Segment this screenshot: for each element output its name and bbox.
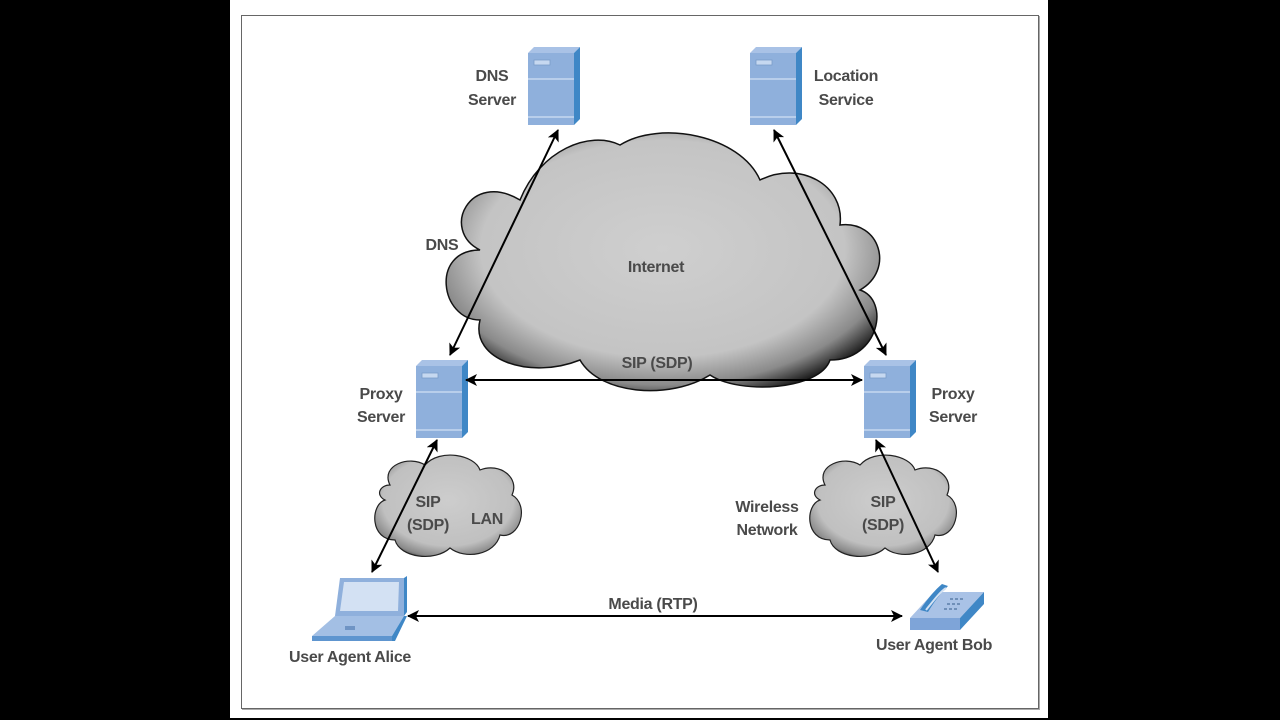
- dns-server[interactable]: DNS Server: [468, 46, 581, 126]
- location-service-label-1: Location: [814, 68, 878, 85]
- user-agent-alice[interactable]: User Agent Alice: [289, 576, 412, 666]
- alice-to-proxy-arrow: [371, 439, 438, 573]
- bob-label: User Agent Bob: [876, 637, 993, 654]
- wireless-sdp-label: (SDP): [862, 517, 904, 534]
- server-icon: [415, 359, 469, 439]
- bob-to-proxy-arrow: [875, 439, 939, 573]
- user-agent-bob[interactable]: User Agent Bob: [876, 584, 993, 654]
- lan-cloud: SIP (SDP) LAN: [374, 454, 522, 557]
- location-service[interactable]: Location Service: [749, 46, 878, 126]
- wireless-network-label-1: Wireless: [735, 499, 799, 516]
- proxy-server-right[interactable]: Proxy Server: [863, 359, 977, 439]
- laptop-icon: [312, 576, 407, 641]
- location-service-label-2: Service: [819, 92, 874, 109]
- dns-server-label-2: Server: [468, 92, 516, 109]
- proxy-link-label: SIP (SDP): [622, 355, 693, 372]
- proxy-right-label-2: Server: [929, 409, 977, 426]
- phone-icon: [910, 584, 984, 630]
- wireless-sip-label: SIP: [871, 494, 897, 511]
- dns-link-arrow: [449, 129, 559, 356]
- wireless-network-label-2: Network: [736, 522, 797, 539]
- lan-sdp-label: (SDP): [407, 517, 449, 534]
- lan-sip-label: SIP: [416, 494, 442, 511]
- alice-label: User Agent Alice: [289, 649, 411, 666]
- dns-server-label-1: DNS: [476, 68, 510, 85]
- wireless-cloud: SIP (SDP): [809, 454, 957, 557]
- proxy-server-left[interactable]: Proxy Server: [357, 359, 469, 439]
- dns-link-label: DNS: [426, 237, 460, 254]
- location-link-arrow: [773, 129, 887, 356]
- proxy-left-label-2: Server: [357, 409, 405, 426]
- server-icon: [527, 46, 581, 126]
- server-icon: [863, 359, 917, 439]
- media-link-label: Media (RTP): [608, 596, 697, 613]
- server-icon: [749, 46, 803, 126]
- internet-label: Internet: [628, 259, 685, 276]
- proxy-right-label-1: Proxy: [932, 386, 975, 403]
- proxy-left-label-1: Proxy: [360, 386, 403, 403]
- internet-cloud: Internet: [445, 132, 881, 392]
- lan-label: LAN: [471, 511, 503, 528]
